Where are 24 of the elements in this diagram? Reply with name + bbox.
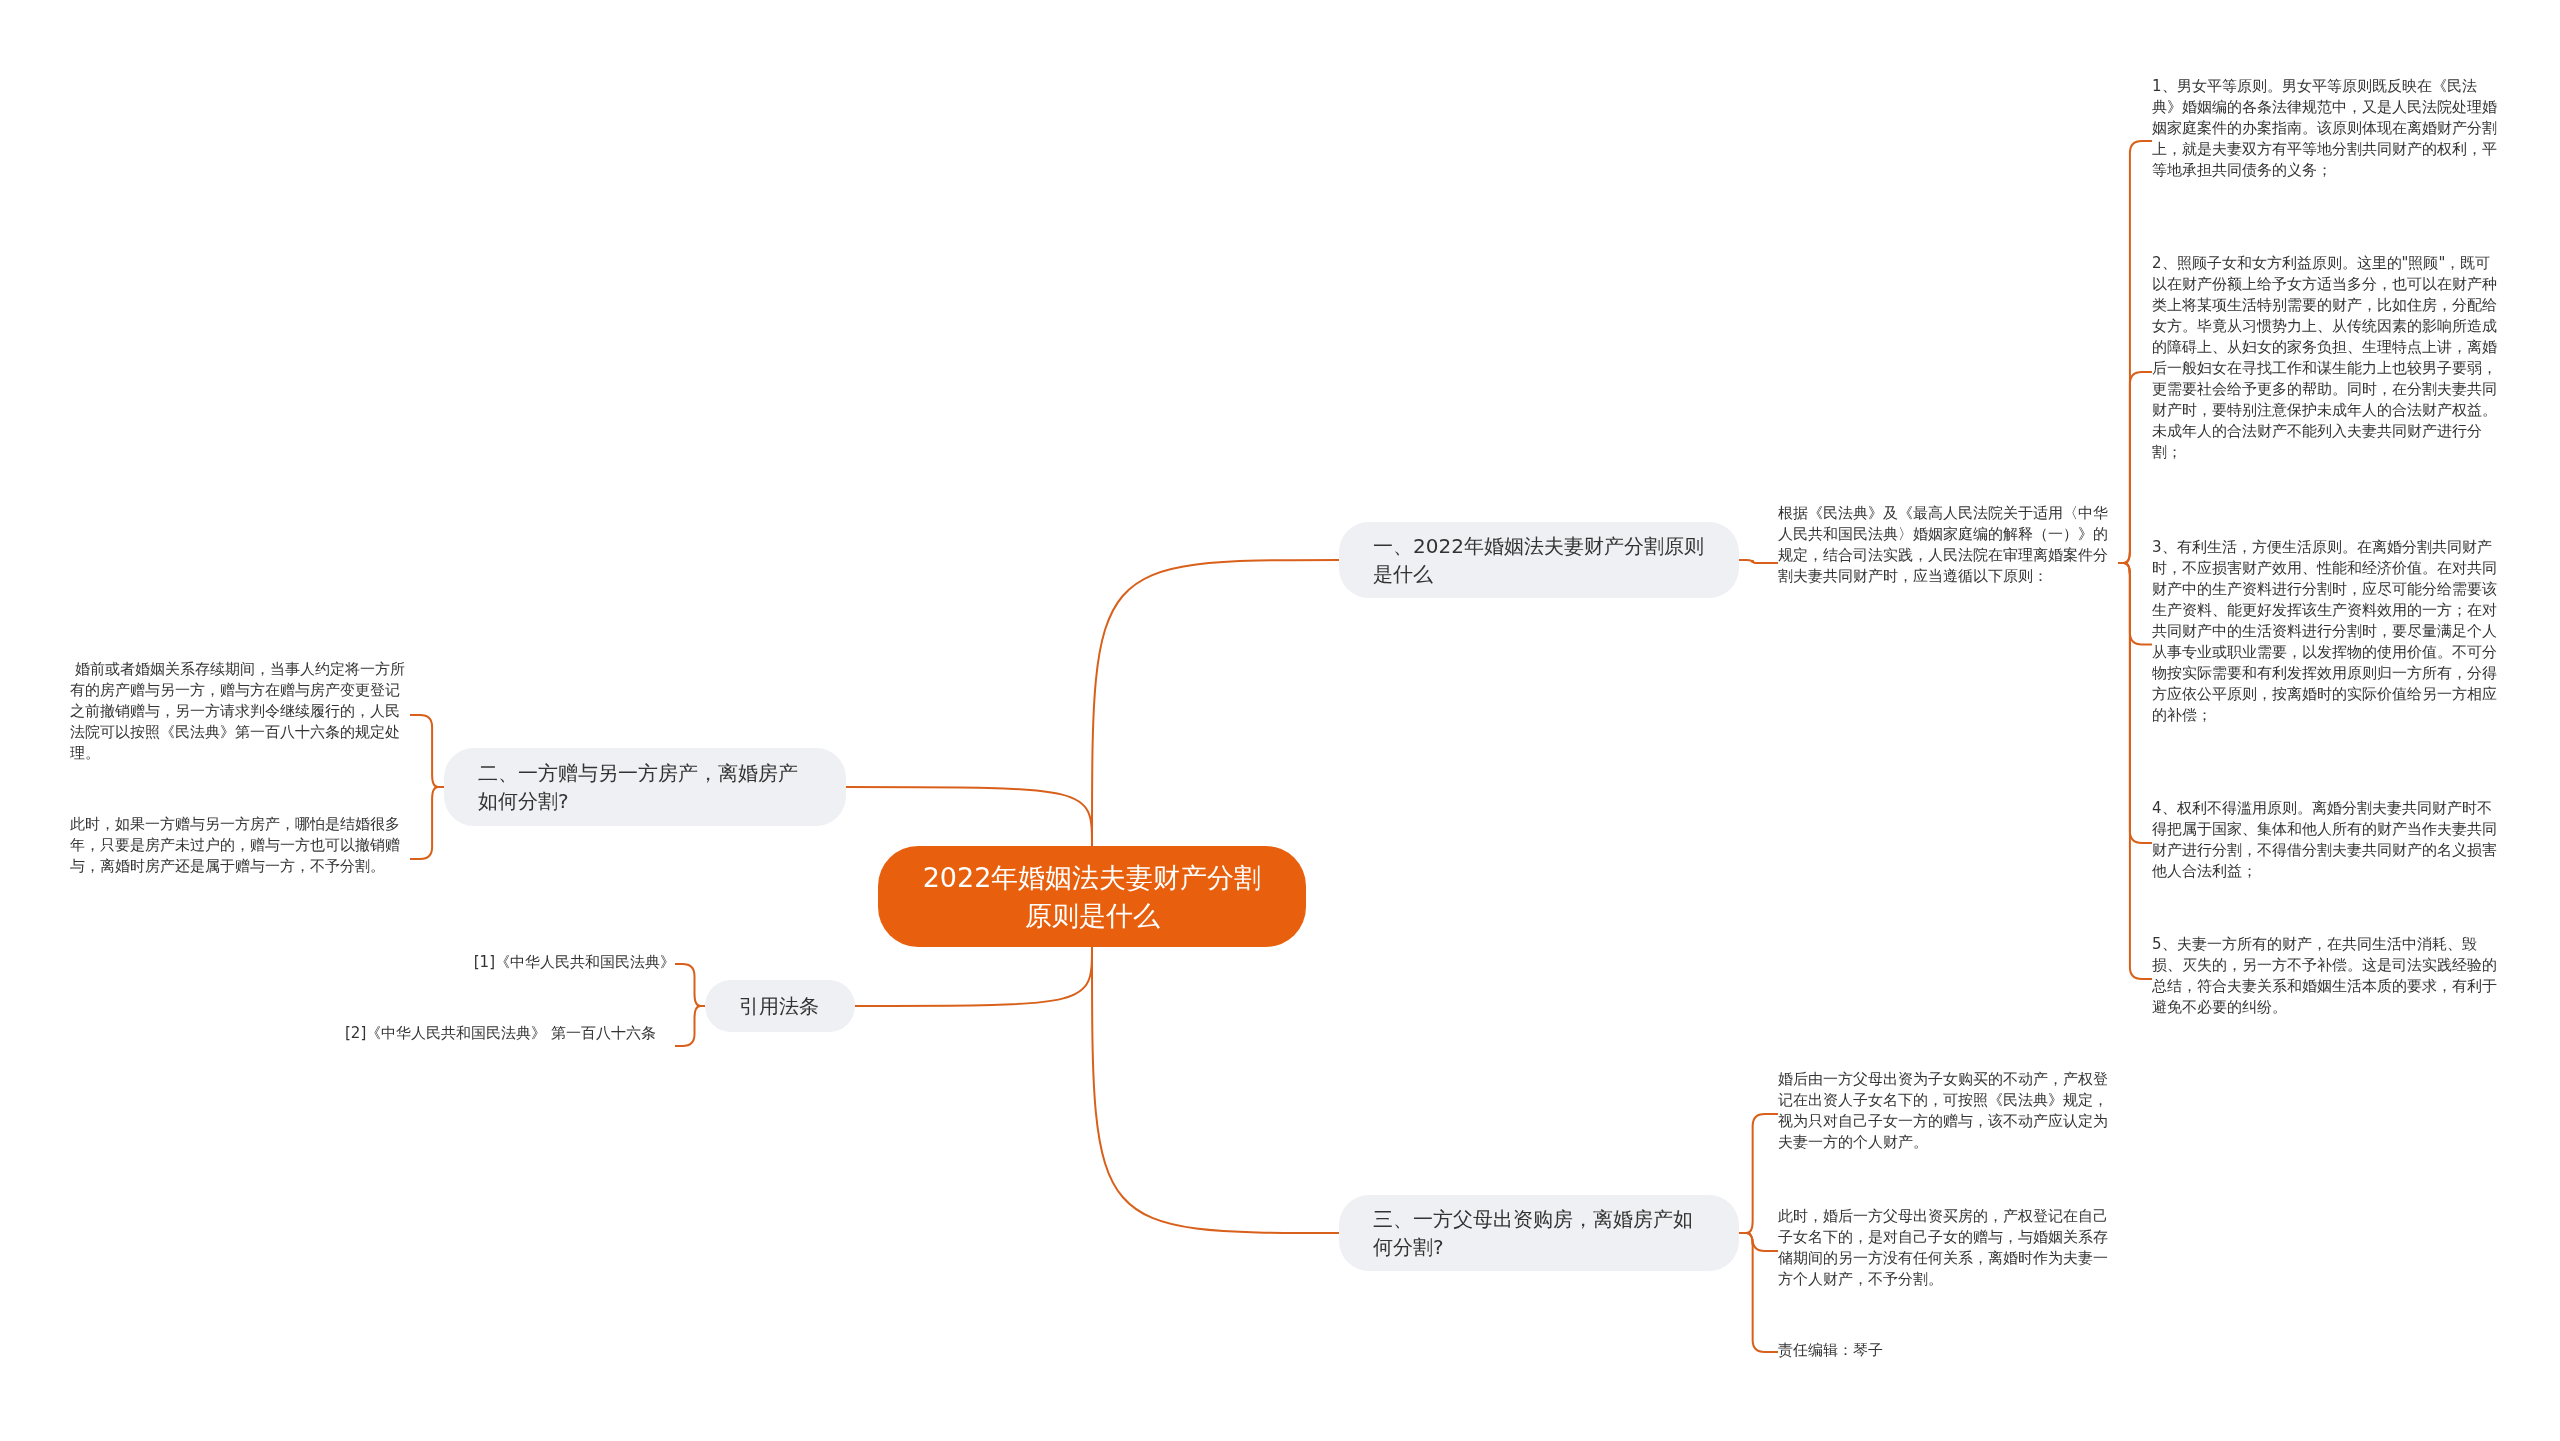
note-text: 3、有利生活，方便生活原则。在离婚分割共同财产时，不应损害财产效用、性能和经济价值。在对共同财产中的生产资料进行分割时，应尽可能分给需要该生产资料、能更好发挥该生产资料效用的一方；在对共同财产中的生活资料进行分割时，要尽量满足个人从事专业或职业需要，以发挥物的使用价值。不可分物按实际需要和有利发挥效用原则归一方所有，分得方应依公平原则，按离婚时的实际价值给另一方相应的补偿； (2152, 537, 2497, 726)
topic-text: 引用法条 (739, 993, 819, 1020)
note-text: [2]《中华人民共和国民法典》 第一百八十六条 (345, 1023, 657, 1044)
central-topic-box (878, 846, 1306, 947)
note-text: 婚后由一方父母出资为子女购买的不动产，产权登记在出资人子女名下的，可按照《民法典》规定，视为只对自己子女一方的赠与，该不动产应认定为夫妻一方的个人财产。 (1778, 1069, 2109, 1153)
note-text: 责任编辑：琴子 (1778, 1340, 1884, 1361)
note-text: 5、夫妻一方所有的财产，在共同生活中消耗、毁损、灭失的，另一方不予补偿。这是司法实践经验的总结，符合夫妻关系和婚姻生活本质的要求，有利于避免不必要的纠纷。 (2152, 934, 2497, 1018)
topic-box (1339, 1195, 1739, 1271)
note-text: 此时，如果一方赠与另一方房产，哪怕是结婚很多年，只要是房产未过户的，赠与一方也可以撤销赠与，离婚时房产还是属于赠与一方，不予分割。 (70, 814, 401, 877)
note-text: 4、权利不得滥用原则。离婚分割夫妻共同财产时不得把属于国家、集体和他人所有的财产当作夫妻共同财产进行分割，不得借分割夫妻共同财产的名义损害他人合法利益； (2152, 798, 2497, 882)
note-text: 2、照顾子女和女方利益原则。这里的"照顾"，既可以在财产份额上给予女方适当多分，也可以在财产种类上将某项生活特别需要的财产，比如住房，分配给女方。毕竟从习惯势力上、从传统因素的影响所造成的障碍上、从妇女的家务负担、生理特点上讲，离婚后一般妇女在寻找工作和谋生能力上也较男子要弱，更需要社会给予更多的帮助。同时，在分割夫妻共同财产时，要特别注意保护未成年人的合法财产权益。未成年人的合法财产不能列入夫妻共同财产进行分割； (2152, 253, 2497, 463)
connector-line (1738, 559, 1779, 564)
topic-text: 二、一方赠与另一方房产，离婚房产如何分割? (478, 760, 799, 815)
topic-box (1339, 522, 1739, 598)
note-text: 1、男女平等原则。男女平等原则既反映在《民法典》婚姻编的各条法律规范中，又是人民法院处理婚姻家庭案件的办案指南。该原则体现在离婚财产分割上，就是夫妻双方有平等地分割共同财产的权利，平等地承担共同债务的义务； (2152, 76, 2497, 181)
topic-text: 三、一方父母出资购房，离婚房产如何分割? (1373, 1206, 1694, 1261)
note-text: 此时，婚后一方父母出资买房的，产权登记在自己子女名下的，是对自己子女的赠与，与婚姻关系存储期间的另一方没有任何关系，离婚时作为夫妻一方个人财产，不予分割。 (1778, 1206, 2109, 1290)
note-text: 婚前或者婚姻关系存续期间，当事人约定将一方所有的房产赠与另一方，赠与方在赠与房产变更登记之前撤销赠与，另一方请求判令继续履行的，人民法院可以按照《民法典》第一百八十六条的规定处理。 (70, 659, 406, 764)
central-topic-text: 2022年婚姻法夫妻财产分割原则是什么 (921, 860, 1263, 933)
note-text: [1]《中华人民共和国民法典》 (472, 952, 675, 973)
topic-box (705, 980, 855, 1032)
topic-text: 一、2022年婚姻法夫妻财产分割原则是什么 (1373, 533, 1705, 588)
topic-box (444, 748, 846, 826)
note-text: 根据《民法典》及《最高人民法院关于适用〈中华人民共和国民法典〉婚姻家庭编的解释（一）》的规定，结合司法实践，人民法院在审理离婚案件分割夫妻共同财产时，应当遵循以下原则： (1778, 503, 2109, 587)
